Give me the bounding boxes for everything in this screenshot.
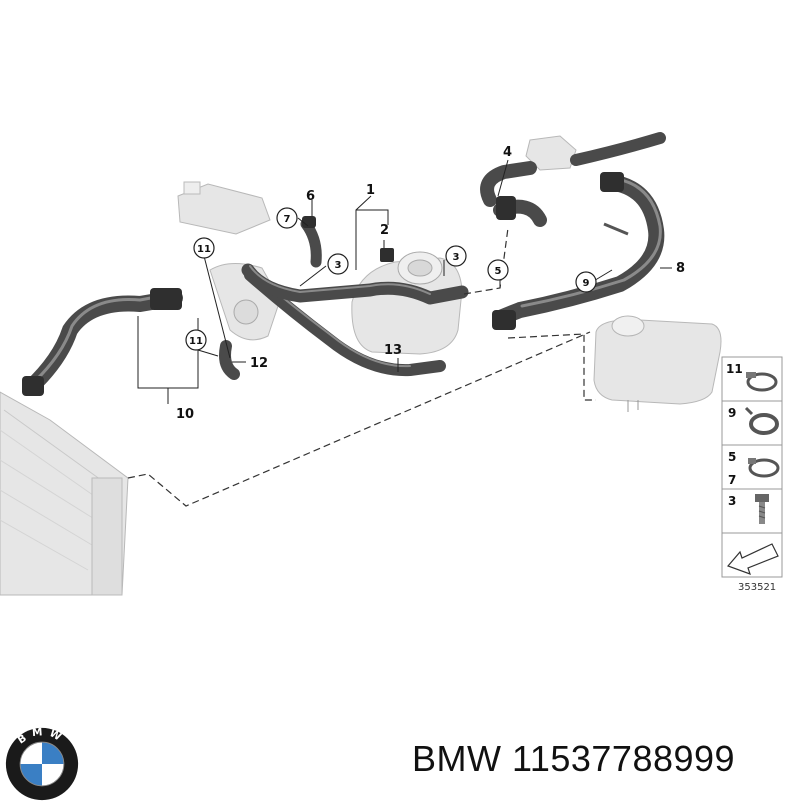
callout-6: 6: [306, 189, 315, 204]
radiator: [0, 391, 129, 596]
svg-text:7: 7: [284, 214, 291, 225]
svg-text:3: 3: [335, 260, 342, 271]
callout-4: 4: [503, 145, 512, 160]
legend-label-9: 9: [728, 406, 736, 420]
svg-text:3: 3: [453, 252, 460, 263]
hose-4: [480, 132, 666, 227]
callout-13: 13: [384, 343, 402, 358]
bolt-part: [380, 248, 394, 262]
callout-9: 9: [575, 271, 597, 293]
reference-number: 353521: [738, 582, 776, 593]
dashed-line-tank: [507, 333, 596, 401]
brand-part-number-caption: BMW 11537788999: [412, 738, 736, 779]
callout-8: 8: [676, 261, 685, 276]
callout-5: 5: [487, 259, 509, 281]
svg-text:11: 11: [197, 244, 211, 255]
spring-clamp-icon: [744, 406, 779, 435]
legend-label-11: 11: [726, 362, 743, 376]
callout-11-lower: 11: [185, 329, 207, 351]
hose-6: [300, 216, 322, 268]
hose-12: [219, 340, 240, 380]
callout-3-left: 3: [327, 253, 349, 275]
expansion-tank: [593, 315, 722, 412]
callout-12: 12: [250, 356, 268, 371]
svg-text:9: 9: [583, 278, 590, 289]
bmw-roundel-icon: BMW: [5, 726, 79, 801]
legend-label-3: 3: [728, 494, 736, 508]
callout-11-upper: 11: [193, 237, 215, 259]
logo-quadrant-blue-1: [42, 742, 64, 764]
svg-text:5: 5: [495, 266, 502, 277]
pipe-connector: [525, 135, 577, 171]
legend-label-7: 7: [728, 473, 736, 487]
legend-label-5: 5: [728, 450, 736, 464]
dashed-line-radiator: [127, 331, 591, 507]
callout-7: 7: [276, 207, 298, 229]
bolt-icon: [755, 494, 769, 524]
svg-text:11: 11: [189, 336, 203, 347]
hose-8: [492, 172, 665, 330]
fastener-legend: 11 9 5 7 3 353521: [721, 356, 783, 593]
hose-clamp-icon: [746, 372, 778, 392]
band-clamp-icon: [748, 458, 780, 478]
valve-block: [177, 181, 271, 235]
callout-10: 10: [176, 407, 194, 422]
pump-housing: [209, 251, 463, 355]
callout-1: 1: [366, 183, 375, 198]
arrow-icon: [726, 543, 779, 575]
logo-quadrant-blue-2: [20, 764, 42, 786]
callout-3-right: 3: [445, 245, 467, 267]
hose-left: [22, 288, 183, 396]
hose-1: [241, 263, 469, 305]
callout-2: 2: [380, 223, 389, 238]
